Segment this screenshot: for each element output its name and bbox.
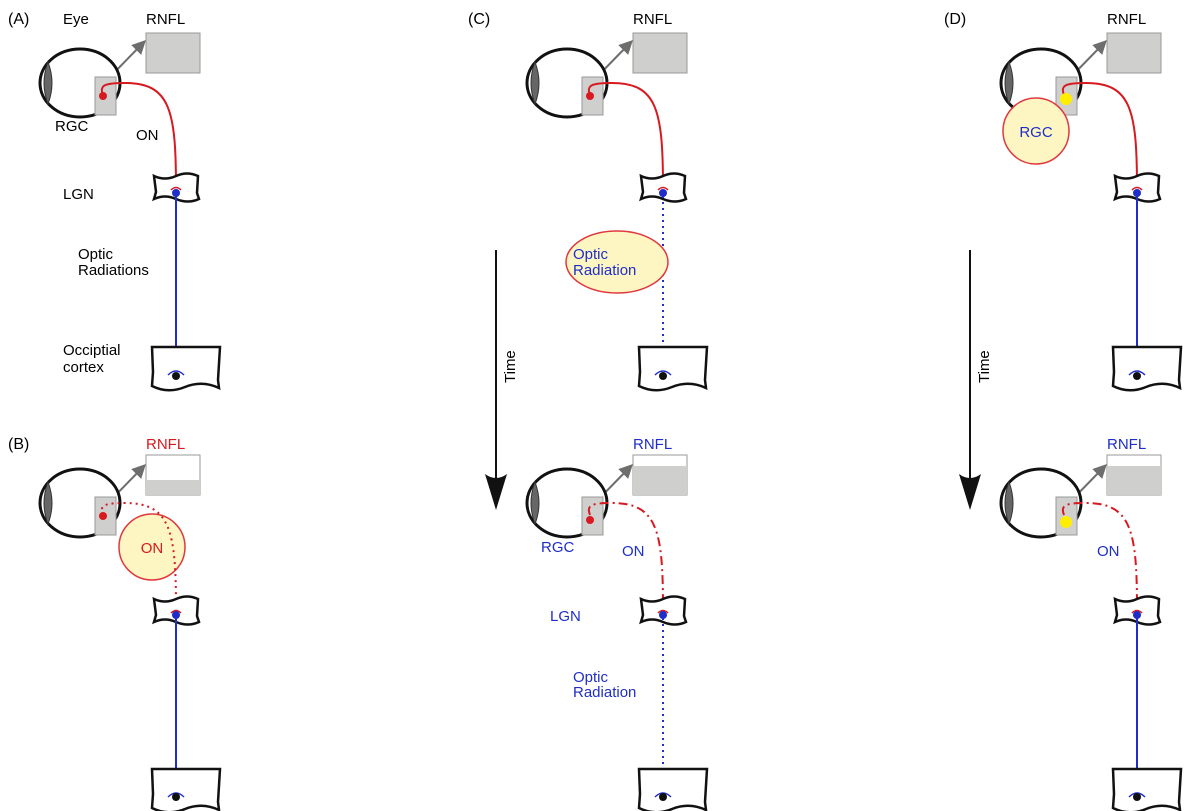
rgc-cell xyxy=(99,512,107,520)
cortex-synapse xyxy=(1128,370,1146,376)
lgn-cell-top xyxy=(659,189,667,197)
occipital-cortex-icon xyxy=(1111,345,1183,392)
time-arrow-head xyxy=(485,474,507,510)
on-highlight-label: ON xyxy=(141,540,164,557)
lgn-cell xyxy=(172,611,180,619)
rnfl-label-bottom: RNFL xyxy=(633,436,672,453)
lgn-synapse xyxy=(170,186,182,191)
optic-nerve-top xyxy=(587,81,664,189)
optic-nerve-bottom xyxy=(1061,501,1138,609)
rnfl-box xyxy=(145,32,201,74)
rnfl-remaining xyxy=(146,480,200,495)
lgn-cell xyxy=(172,189,180,197)
time-label: Time xyxy=(976,350,993,383)
rgc-label: RGC xyxy=(541,539,575,556)
occipital-cortex-icon xyxy=(150,345,222,392)
optic-radiation-highlight xyxy=(565,230,669,294)
panel-d-tag: (D) xyxy=(944,11,966,28)
panel-a-tag: (A) xyxy=(8,11,29,28)
panel-a: (A) Eye RNFL RGC ON LGN Optic Radiations… xyxy=(8,11,222,392)
rgc-cell-bottom xyxy=(586,516,594,524)
rgc-cell xyxy=(99,92,107,100)
cortex-cell-top xyxy=(659,372,667,380)
panel-c-tag: (C) xyxy=(468,11,490,28)
cortex-cell xyxy=(172,372,180,380)
rnfl-label: RNFL xyxy=(146,436,185,453)
cortex-cell-bottom xyxy=(659,793,667,801)
rnfl-box-top xyxy=(1106,32,1162,74)
cortex-cell-bottom xyxy=(1133,793,1141,801)
optic-nerve-bottom xyxy=(587,501,664,609)
panel-b: (B) RNFL ON xyxy=(8,436,222,811)
time-label: Time xyxy=(502,350,519,383)
rgc-cell-damaged xyxy=(1060,93,1072,105)
time-arrow-head xyxy=(959,474,981,510)
on-label: ON xyxy=(136,127,159,144)
panel-b-tag: (B) xyxy=(8,436,29,453)
rgc-highlight-label: RGC xyxy=(1019,124,1053,141)
rnfl-remaining xyxy=(1107,466,1161,495)
rgc-highlight xyxy=(1002,97,1070,165)
occipital-cortex-label: Occiptial cortex xyxy=(63,342,125,376)
rnfl-box-top xyxy=(632,32,688,74)
rnfl-label: RNFL xyxy=(146,11,185,28)
rnfl-label-top: RNFL xyxy=(1107,11,1146,28)
rnfl-label-top: RNFL xyxy=(633,11,672,28)
lgn-cell-bottom xyxy=(659,611,667,619)
cortex-cell-top xyxy=(1133,372,1141,380)
on-label: ON xyxy=(622,543,645,560)
occipital-cortex-icon xyxy=(150,767,222,811)
cortex-synapse xyxy=(167,370,185,376)
lgn-cell-bottom xyxy=(1133,611,1141,619)
rgc-label: RGC xyxy=(55,118,89,135)
optic-radiations-label: Optic Radiations xyxy=(78,246,149,279)
lgn-label: LGN xyxy=(63,186,94,203)
rnfl-remaining xyxy=(633,466,687,495)
lgn-synapse xyxy=(657,186,669,191)
lgn-synapse xyxy=(170,609,182,614)
lgn-synapse xyxy=(1131,186,1143,191)
cortex-synapse xyxy=(654,370,672,376)
lgn-cell-top xyxy=(1133,189,1141,197)
eye-label: Eye xyxy=(63,11,89,28)
optic-nerve xyxy=(100,81,177,189)
occipital-cortex-icon xyxy=(637,767,709,811)
on-highlight xyxy=(118,513,186,581)
panel-c: (C) RNFL Optic Radiation Time xyxy=(468,11,709,811)
rnfl-label-bottom: RNFL xyxy=(1107,436,1146,453)
cortex-cell xyxy=(172,793,180,801)
lgn-synapse xyxy=(657,609,669,614)
lgn-label: LGN xyxy=(550,608,581,625)
occipital-cortex-icon xyxy=(1111,767,1183,811)
optic-nerve-top xyxy=(1061,81,1138,189)
panel-d: (D) RNFL RGC Time RNFL xyxy=(944,11,1183,811)
optic-radiation-highlight-label: Optic Radiation xyxy=(573,246,636,279)
lgn-synapse xyxy=(1131,609,1143,614)
rgc-box-bottom xyxy=(581,496,604,536)
rgc-cell-damaged xyxy=(1060,516,1072,528)
rgc-cell-top xyxy=(586,92,594,100)
on-label: ON xyxy=(1097,543,1120,560)
occipital-cortex-icon xyxy=(637,345,709,392)
optic-radiation-label: Optic Radiation xyxy=(573,669,636,701)
